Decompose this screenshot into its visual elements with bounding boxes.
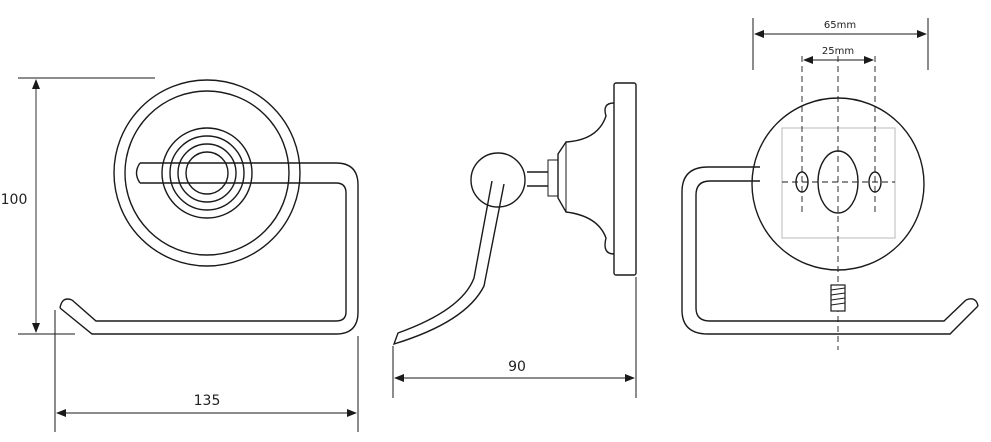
rear-view-grub-screw-thread xyxy=(830,287,846,306)
front-view: 100 135 xyxy=(1,77,359,432)
side-view-rosette-profile xyxy=(557,102,615,255)
front-view-boss xyxy=(185,151,229,195)
front-view-arm-inner xyxy=(71,182,347,322)
width-label: 135 xyxy=(194,393,221,409)
front-view-rosette-ring-3 xyxy=(161,127,253,219)
front-view-rosette-outer xyxy=(113,79,301,267)
front-view-arm-outer xyxy=(59,162,359,335)
side-view: 90 xyxy=(392,82,637,398)
front-view-rosette-ring-5 xyxy=(177,143,237,203)
side-view-neck xyxy=(527,171,548,187)
depth-label: 90 xyxy=(508,359,526,375)
rear-view-arm-outer xyxy=(681,166,979,335)
side-view-wall-plate xyxy=(613,82,637,276)
front-view-arm-start xyxy=(135,162,141,184)
fixing-outer-label: 65mm xyxy=(824,20,856,31)
front-view-rosette-ring-2 xyxy=(124,90,290,256)
front-view-rosette-ring-4 xyxy=(169,135,245,211)
rear-view: 65mm 25mm xyxy=(681,18,979,350)
fixing-inner-label: 25mm xyxy=(822,46,854,57)
rear-view-arm-inner xyxy=(695,180,967,322)
front-view-arm-tip xyxy=(59,298,73,309)
side-view-boss xyxy=(470,152,526,208)
rear-view-mounting-plate xyxy=(781,127,896,239)
rear-view-rosette xyxy=(751,97,925,271)
side-view-rosette-inner xyxy=(547,142,567,212)
rear-view-arm-tip xyxy=(965,298,979,307)
side-view-arm xyxy=(392,180,505,346)
height-label: 100 xyxy=(1,192,28,208)
